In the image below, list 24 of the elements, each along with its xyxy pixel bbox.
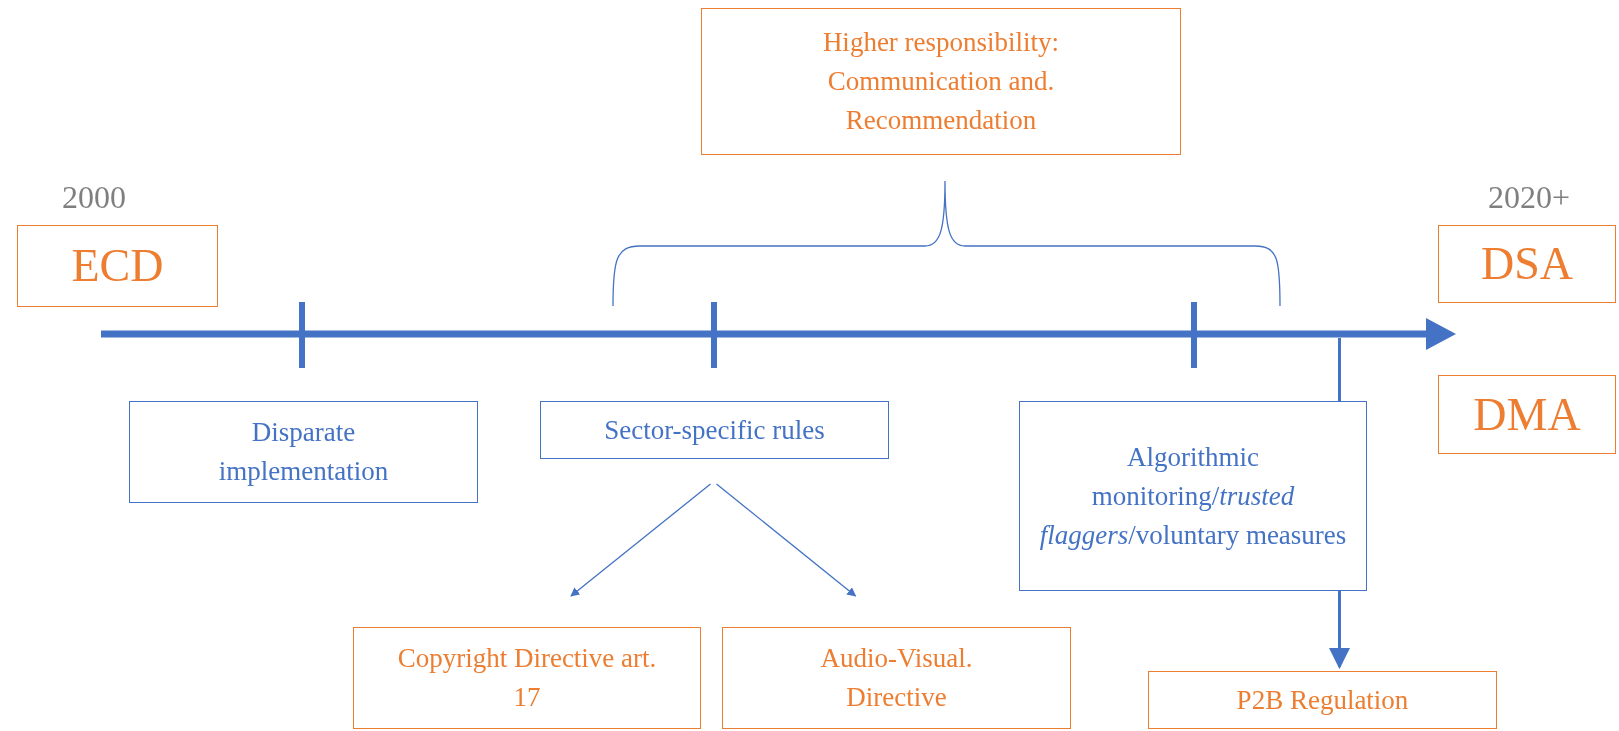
text-box	[17, 225, 218, 307]
box-text: DSA	[1481, 238, 1573, 290]
box-text: Higher responsibility: Communication and. Recommendation	[821, 26, 1061, 137]
text-box	[1438, 375, 1616, 454]
arrow	[570, 483, 712, 597]
text-box	[701, 8, 1181, 155]
text-box	[353, 627, 701, 729]
box-text: ECD	[71, 240, 164, 292]
text-box	[1019, 401, 1367, 591]
arrow	[715, 483, 857, 597]
box-text: Audio-Visual. Directive	[819, 642, 974, 714]
text-box	[540, 401, 889, 459]
text-box	[722, 627, 1071, 729]
text-box	[129, 401, 478, 503]
text-box	[1148, 671, 1497, 729]
text-box	[1438, 225, 1616, 303]
box-text: Copyright Directive art. 17	[396, 642, 658, 714]
box-text: Algorithmic monitoring/trusted flaggers/voluntary measures	[1038, 440, 1348, 552]
box-text: Sector-specific rules	[604, 413, 825, 447]
box-text: P2B Regulation	[1236, 683, 1409, 717]
year-label: 2020+	[1488, 179, 1571, 215]
box-text: Disparate implementation	[217, 416, 390, 488]
box-text: DMA	[1473, 388, 1581, 441]
year-label: 2000	[62, 179, 126, 215]
